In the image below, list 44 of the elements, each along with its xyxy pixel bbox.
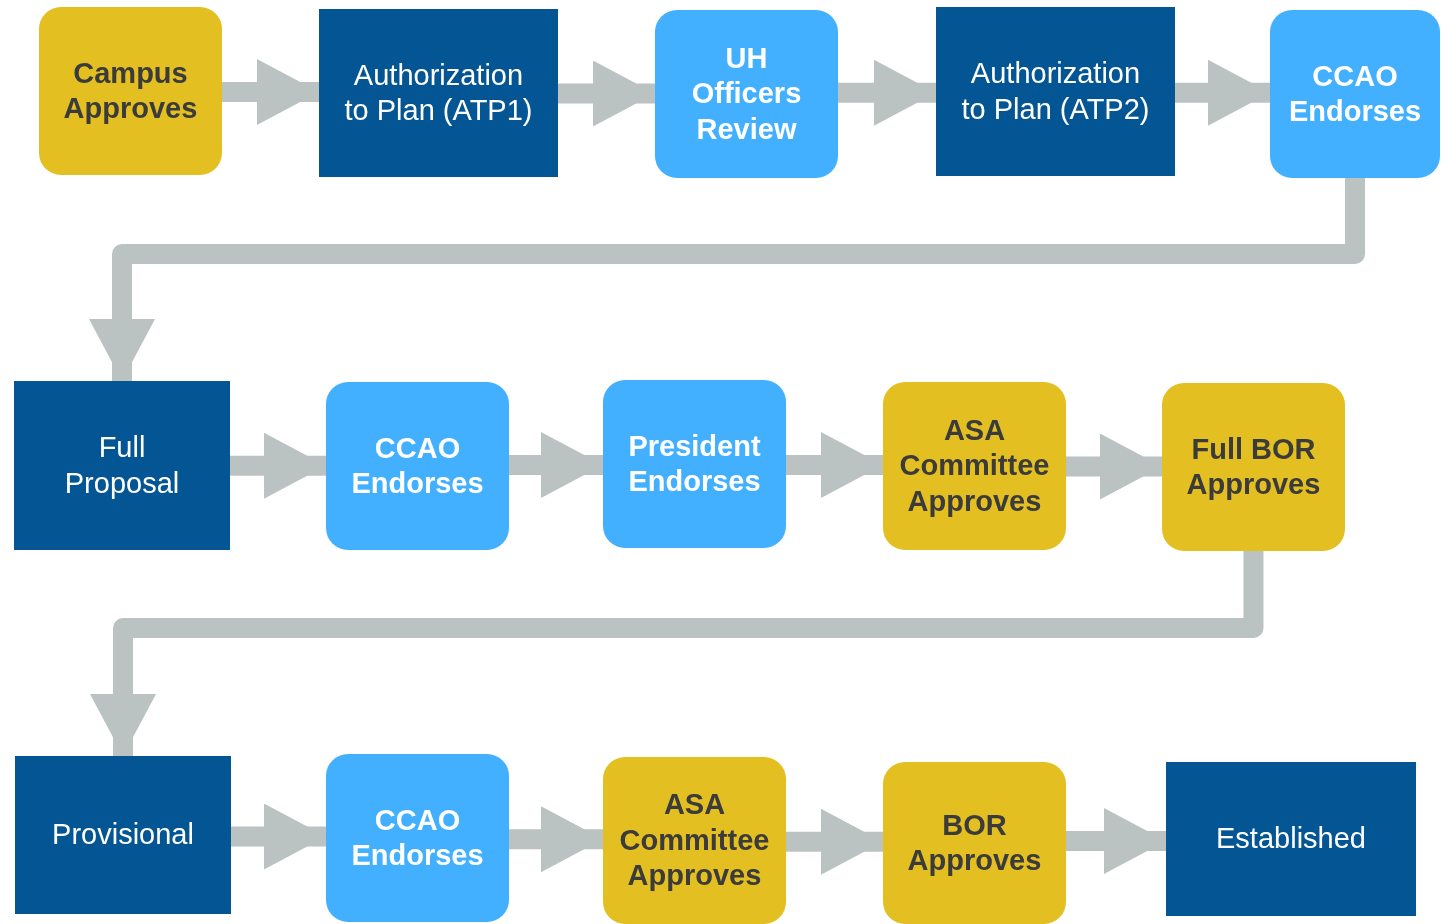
- arrow: [1175, 59, 1270, 126]
- arrow: [838, 59, 936, 126]
- stage-box: [936, 7, 1175, 176]
- stage-box: [14, 381, 230, 550]
- stage-box: [319, 9, 558, 177]
- step-label: CCAO Endorses: [350, 430, 485, 501]
- approval-box: [39, 7, 222, 175]
- endorsement-box: [1270, 10, 1440, 178]
- approval-box: [1162, 383, 1345, 551]
- step-label: Authorization to Plan (ATP1): [343, 57, 534, 128]
- arrow: [231, 803, 326, 870]
- endorsement-box: [326, 382, 509, 550]
- endorsement-box: [655, 10, 838, 178]
- endorsement-box: [326, 754, 509, 922]
- approval-box: [883, 762, 1066, 924]
- step-label: CCAO Endorses: [350, 802, 485, 873]
- step-label: Authorization to Plan (ATP2): [960, 56, 1151, 127]
- step-label: President Endorses: [627, 428, 762, 499]
- arrow: [89, 178, 1365, 381]
- arrow: [90, 551, 1264, 756]
- arrow: [786, 808, 883, 875]
- arrow: [222, 59, 319, 125]
- stage-box: [1166, 762, 1416, 916]
- arrow: [558, 60, 655, 127]
- step-label: BOR Approves: [906, 807, 1043, 878]
- arrow: [1066, 433, 1162, 500]
- step-label: ASA Committee Approves: [898, 412, 1051, 519]
- step-label: Full BOR Approves: [1185, 431, 1322, 502]
- endorsement-box: [603, 380, 786, 548]
- approval-box: [883, 382, 1066, 550]
- step-label: Campus Approves: [62, 55, 199, 126]
- step-label: Provisional: [52, 817, 194, 853]
- arrow: [230, 432, 326, 499]
- step-label: Full Proposal: [63, 430, 181, 501]
- step-label: CCAO Endorses: [1287, 58, 1423, 129]
- step-label: ASA Committee Approves: [618, 787, 771, 894]
- step-label: Established: [1216, 821, 1366, 857]
- approval-box: [603, 757, 786, 924]
- arrow: [1066, 808, 1166, 874]
- arrow: [786, 432, 883, 498]
- step-label: UH Officers Review: [690, 40, 803, 147]
- stage-box: [15, 756, 231, 914]
- arrow: [509, 806, 603, 873]
- arrow: [509, 432, 603, 498]
